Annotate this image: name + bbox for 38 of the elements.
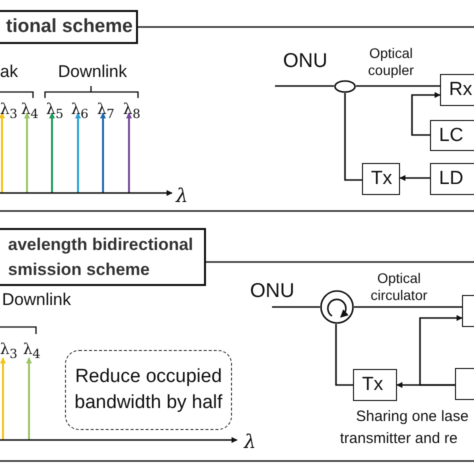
wavelength-label: λ$_{5}$ [46,100,64,123]
wavelength-label: λ$_{3}$ [0,100,18,123]
connector-line [335,324,353,386]
title-box: tional scheme [0,10,138,44]
coupler-symbol [334,80,356,93]
wavelength-label: λ$_{4}$ [23,340,40,363]
onu-label: ONU [283,50,328,73]
caption-text: Sharing one lase [356,408,469,426]
component-box: Tx [353,369,397,401]
circulator-symbol [320,290,354,324]
arrow [399,175,430,181]
wavelength-label: λ$_{7}$ [97,100,114,123]
band-label: Downlink [58,62,127,82]
connector-line [275,85,334,87]
wavelength-label: λ$_{3}$ [0,340,18,363]
component-box: Tx [362,163,400,195]
arrow [411,92,441,136]
component-box: LC [430,120,474,151]
connector-line [272,306,320,308]
axis-label: λ [176,185,188,207]
band-label: ak [0,62,18,82]
title-box: avelength bidirectional smission scheme [0,228,206,286]
caption-text: transmitter and re [340,430,458,448]
connector-line [356,85,440,87]
connector-line [344,93,362,181]
axis-label: λ [244,431,256,453]
component-box: Rx [440,74,474,106]
wavelength-label: λ$_{8}$ [123,100,140,123]
component-label: Optical circulator [370,270,428,304]
component-label: Optical coupler [367,45,415,79]
component-box: LD [430,163,474,195]
wavelength-label: λ$_{4}$ [21,100,38,123]
arrow [419,315,463,386]
band-label: Downlink [2,290,71,310]
connector-line [354,306,462,308]
wavelength-label: λ$_{6}$ [71,100,88,123]
note-box: Reduce occupied bandwidth by half [65,350,232,430]
onu-label: ONU [250,280,294,303]
